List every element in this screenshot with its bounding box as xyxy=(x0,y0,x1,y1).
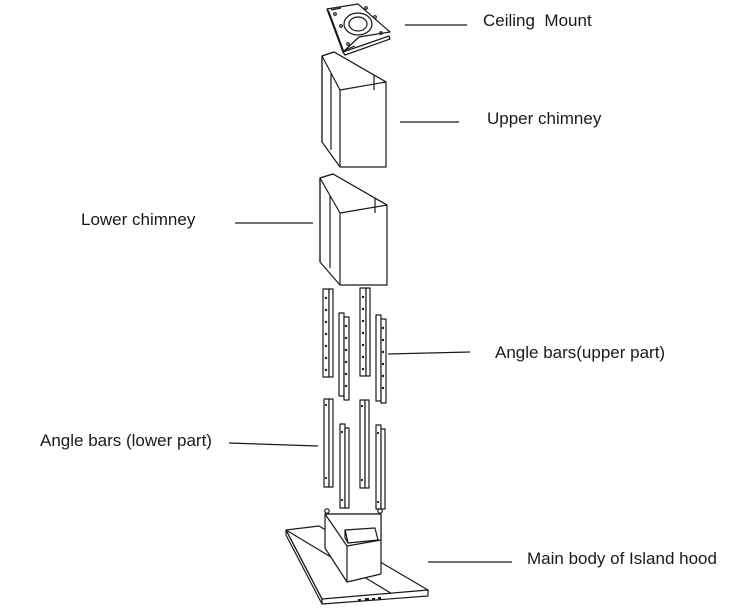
label-lower-chimney: Lower chimney xyxy=(81,210,196,229)
leader-angle-bars-upper xyxy=(387,351,471,355)
angle-bars-upper-part xyxy=(322,287,387,404)
label-upper-chimney: Upper chimney xyxy=(487,109,602,128)
leader-angle-bars-lower xyxy=(228,442,319,447)
label-ceiling-mount: Ceiling Mount xyxy=(483,11,592,30)
upper-chimney-part xyxy=(321,51,387,168)
island-hood-main-body xyxy=(285,508,429,605)
label-main-body: Main body of Island hood xyxy=(527,549,717,568)
angle-bars-lower-part xyxy=(323,398,386,510)
label-angle-bars-upper: Angle bars(upper part) xyxy=(495,343,666,362)
ceiling-mount-part xyxy=(326,3,391,56)
lower-chimney-part xyxy=(319,173,388,286)
label-angle-bars-lower: Angle bars (lower part) xyxy=(40,431,212,450)
leader-lines xyxy=(228,24,512,563)
